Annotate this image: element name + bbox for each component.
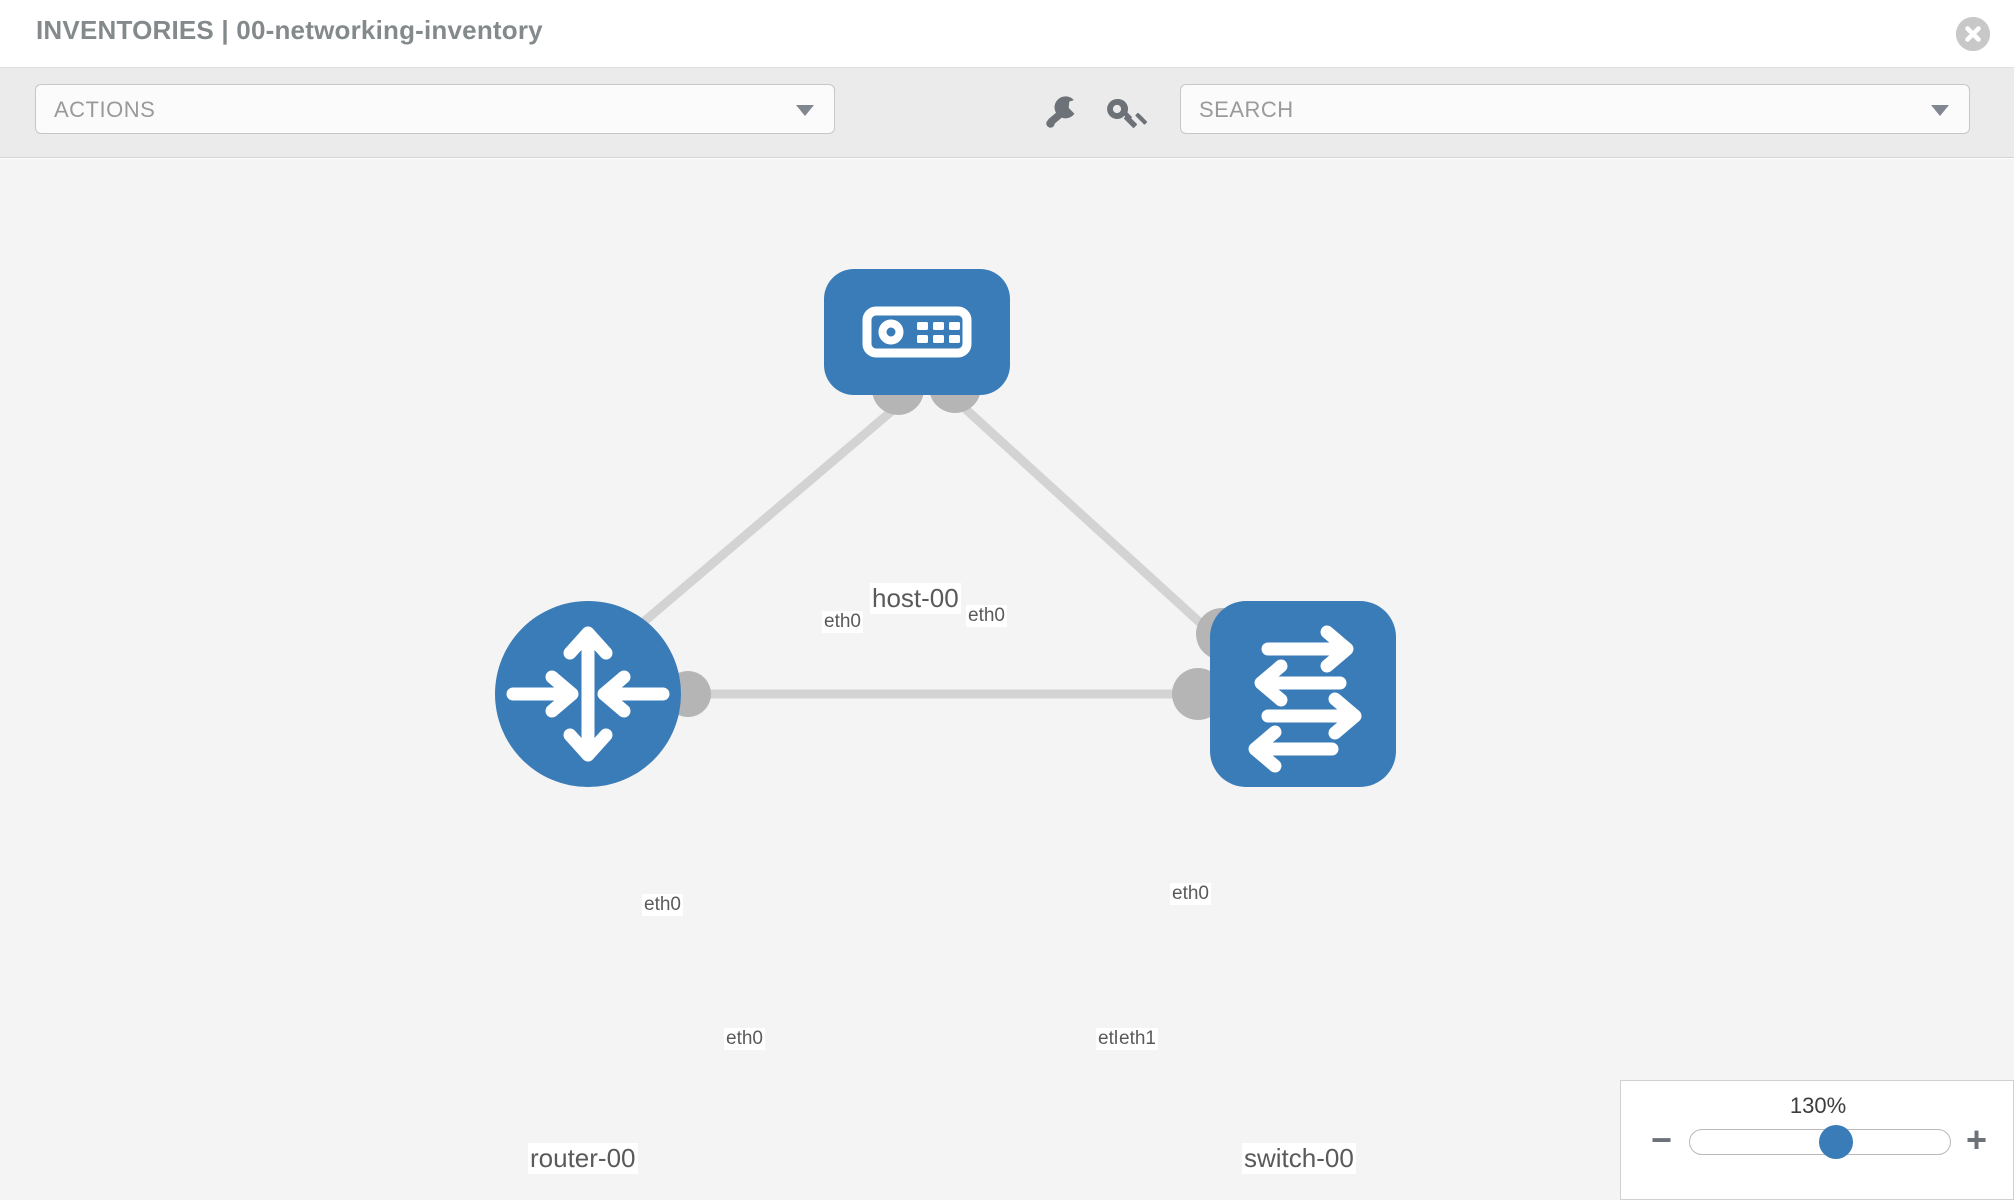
minus-icon[interactable]: − (1651, 1119, 1673, 1160)
link-host-switch[interactable] (956, 400, 1244, 663)
chevron-down-icon (796, 105, 814, 116)
zoom-slider-thumb[interactable] (1818, 1125, 1853, 1159)
zoom-level-value: 130% (1789, 1093, 1847, 1118)
page-header: INVENTORIES | 00-networking-inventory (0, 0, 2014, 68)
topology-graph (495, 269, 1396, 787)
server-icon (862, 306, 972, 358)
node-label-router-00: router-00 (528, 1143, 638, 1174)
zoom-slider-track[interactable] (1689, 1125, 1951, 1159)
node-label-switch-00: switch-00 (1242, 1143, 1356, 1174)
node-label-host-00: host-00 (870, 583, 961, 614)
connection-nubs (665, 361, 1248, 720)
router-arrows-icon (506, 626, 670, 762)
switch-arrows-icon (1248, 625, 1362, 773)
edge-label-router-eth0: eth0 (724, 1028, 765, 1050)
page-title: INVENTORIES | 00-networking-inventory (36, 15, 543, 45)
search-placeholder: SEARCH (1199, 97, 1294, 122)
zoom-control-panel: 130% − + (1620, 1080, 2014, 1200)
node-switch-00[interactable] (1210, 601, 1396, 787)
topology-links (597, 400, 1245, 699)
node-router-00[interactable] (495, 601, 681, 787)
wrench-icon[interactable] (1040, 92, 1084, 132)
plus-icon[interactable]: + (1965, 1119, 1987, 1160)
search-input[interactable]: SEARCH (1180, 84, 1970, 134)
link-host-router[interactable] (597, 400, 903, 663)
topology-canvas[interactable]: host-00 router-00 switch-00 eth0 eth0 et… (0, 159, 2014, 1200)
chevron-down-icon (1931, 105, 1949, 116)
edge-label-switch-uplink: eth0 (1170, 883, 1211, 905)
edge-label-host-right: eth0 (966, 605, 1007, 627)
actions-dropdown[interactable]: ACTIONS (35, 84, 835, 134)
node-host-00[interactable] (824, 269, 1010, 395)
close-icon[interactable] (1956, 17, 1990, 51)
edge-label-router-uplink: eth0 (642, 894, 683, 916)
edge-label-host-left: eth0 (822, 611, 863, 633)
key-icon[interactable] (1105, 92, 1149, 132)
edge-label-switch-eth1: eth1 (1117, 1028, 1158, 1050)
actions-dropdown-label: ACTIONS (54, 97, 156, 122)
